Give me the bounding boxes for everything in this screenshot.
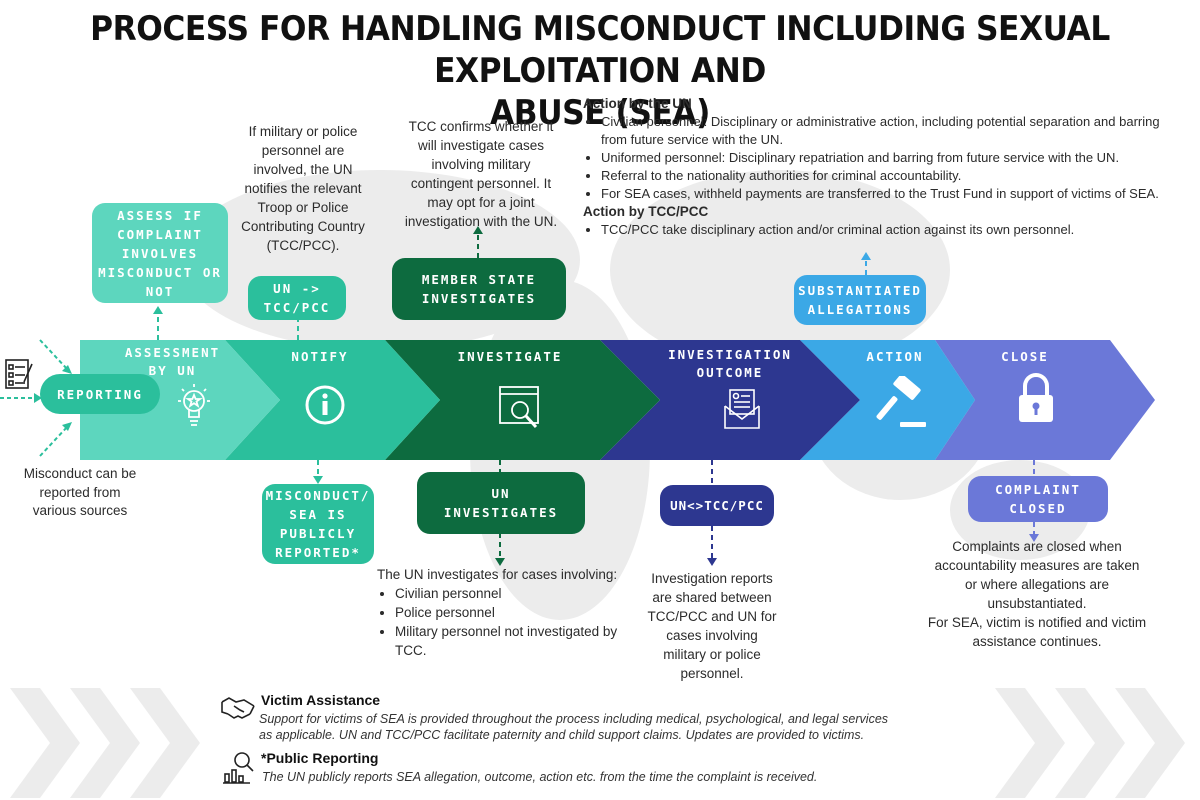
public-reporting-text: The UN publicly reports SEA allegation, … bbox=[262, 770, 818, 784]
stage-action-arrow bbox=[800, 340, 975, 460]
list-item: Civilian personnel: Disciplinary or admi… bbox=[601, 113, 1163, 149]
member-state-box: MEMBER STATE INVESTIGATES bbox=[392, 258, 566, 320]
checklist-icon bbox=[5, 359, 33, 389]
gavel-icon bbox=[876, 376, 926, 427]
un-investigates-box: UN INVESTIGATES bbox=[417, 472, 585, 534]
page-title: PROCESS FOR HANDLING MISCONDUCT INCLUDIN… bbox=[90, 9, 1110, 133]
report-chart-icon bbox=[223, 752, 254, 784]
stage-label-assessment: ASSESSMENT BY UN bbox=[124, 345, 221, 378]
action-by-un-block: Action by the UN Civilian personnel: Dis… bbox=[583, 95, 1163, 239]
stage-label-notify: NOTIFY bbox=[291, 349, 349, 364]
list-item: TCC/PCC take disciplinary action and/or … bbox=[601, 221, 1163, 239]
action-un-heading: Action by the UN bbox=[583, 96, 692, 111]
footer-chevrons-left bbox=[10, 688, 200, 798]
stage-notify-arrow bbox=[225, 340, 440, 460]
publicly-reported-box: MISCONDUCT/ SEA IS PUBLICLY REPORTED* bbox=[262, 484, 374, 564]
un-tcc-exchange-box: UN<>TCC/PCC bbox=[660, 485, 774, 526]
stage-assessment-arrow bbox=[80, 340, 280, 460]
stage-label-investigate: INVESTIGATE bbox=[457, 349, 563, 364]
closed-note: Complaints are closed when accountabilit… bbox=[927, 539, 1147, 649]
stage-investigate-arrow bbox=[385, 340, 660, 460]
envelope-letter-icon bbox=[724, 389, 760, 429]
lightbulb-icon bbox=[178, 384, 210, 426]
reporting-arrows bbox=[0, 339, 72, 457]
list-item: For SEA cases, withheld payments are tra… bbox=[601, 185, 1163, 203]
footer-chevrons-right bbox=[995, 688, 1185, 798]
notify-note: If military or police personnel are invo… bbox=[241, 124, 365, 253]
list-item: Referral to the nationality authorities … bbox=[601, 167, 1163, 185]
list-item: Police personnel bbox=[395, 603, 647, 622]
stage-label-outcome: INVESTIGATION OUTCOME bbox=[668, 347, 792, 380]
list-item: Civilian personnel bbox=[395, 584, 647, 603]
complaint-closed-box: COMPLAINT CLOSED bbox=[968, 476, 1108, 522]
stage-label-action: ACTION bbox=[866, 349, 924, 364]
action-tcc-heading: Action by TCC/PCC bbox=[583, 204, 709, 219]
tcc-confirms-note: TCC confirms whether it will investigate… bbox=[404, 119, 558, 229]
victim-assistance-title: Victim Assistance bbox=[261, 692, 381, 708]
browser-search-icon bbox=[499, 386, 539, 429]
list-item: Uniformed personnel: Disciplinary repatr… bbox=[601, 149, 1163, 167]
reports-shared-note: Investigation reports are shared between… bbox=[647, 571, 777, 681]
list-item: Military personnel not investigated by T… bbox=[395, 622, 630, 660]
info-icon bbox=[305, 385, 345, 425]
victim-assistance-text: Support for victims of SEA is provided t… bbox=[259, 712, 889, 742]
substantiated-box: SUBSTANTIATED ALLEGATIONS bbox=[794, 275, 926, 325]
stage-label-close: CLOSE bbox=[1001, 349, 1049, 364]
un-tcc-box: UN -> TCC/PCC bbox=[248, 276, 346, 320]
reporting-note: Misconduct can be reported from various … bbox=[23, 466, 137, 518]
handshake-icon bbox=[221, 697, 255, 719]
assess-complaint-box: ASSESS IF COMPLAINT INVOLVES MISCONDUCT … bbox=[92, 203, 228, 303]
padlock-icon bbox=[1019, 373, 1053, 422]
reporting-box: REPORTING bbox=[40, 374, 160, 414]
un-investigates-note: The UN investigates for cases involving:… bbox=[377, 565, 647, 660]
public-reporting-title: *Public Reporting bbox=[261, 750, 379, 766]
